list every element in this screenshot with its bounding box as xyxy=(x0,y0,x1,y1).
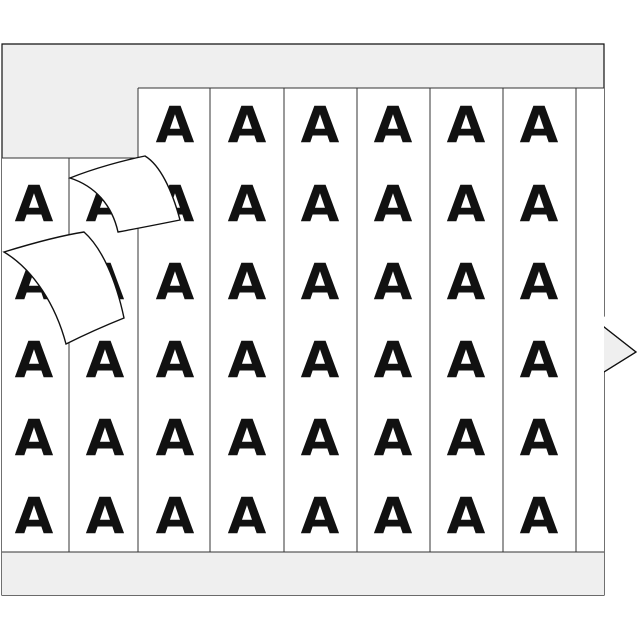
label-character: A xyxy=(228,253,267,311)
label-character: A xyxy=(374,96,413,154)
label-character: A xyxy=(15,487,54,545)
label-character: A xyxy=(156,409,195,467)
label-character: A xyxy=(520,96,559,154)
label-character: A xyxy=(447,253,486,311)
curled-label-icon xyxy=(67,155,181,233)
label-character: A xyxy=(520,253,559,311)
label-character: A xyxy=(447,331,486,389)
label-character: A xyxy=(301,96,340,154)
label-character: A xyxy=(228,96,267,154)
label-character: A xyxy=(15,331,54,389)
label-character: A xyxy=(156,331,195,389)
label-character: A xyxy=(374,331,413,389)
label-character: A xyxy=(156,253,195,311)
label-character: A xyxy=(520,175,559,233)
label-character: A xyxy=(156,96,195,154)
label-character: A xyxy=(301,253,340,311)
liner-bottom-strip xyxy=(2,552,604,595)
label-character: A xyxy=(374,409,413,467)
label-character: A xyxy=(86,331,125,389)
label-character: A xyxy=(374,487,413,545)
label-character: A xyxy=(15,409,54,467)
label-character: A xyxy=(301,409,340,467)
label-character: A xyxy=(228,175,267,233)
label-character: A xyxy=(520,331,559,389)
peeled-labels xyxy=(2,155,181,346)
label-character: A xyxy=(228,409,267,467)
label-character: A xyxy=(374,253,413,311)
label-character: A xyxy=(301,175,340,233)
label-character: A xyxy=(447,487,486,545)
label-character: A xyxy=(520,409,559,467)
label-character: A xyxy=(86,487,125,545)
label-character: A xyxy=(447,409,486,467)
label-character: A xyxy=(228,331,267,389)
label-grid-lines xyxy=(2,87,604,553)
label-character: A xyxy=(374,175,413,233)
label-character: A xyxy=(228,487,267,545)
curled-label-icon xyxy=(2,231,125,346)
label-character: A xyxy=(86,409,125,467)
label-character: A xyxy=(156,487,195,545)
label-character: A xyxy=(447,175,486,233)
label-character: A xyxy=(520,487,559,545)
label-character: A xyxy=(15,175,54,233)
label-character: A xyxy=(301,331,340,389)
label-character: A xyxy=(447,96,486,154)
label-character: A xyxy=(301,487,340,545)
